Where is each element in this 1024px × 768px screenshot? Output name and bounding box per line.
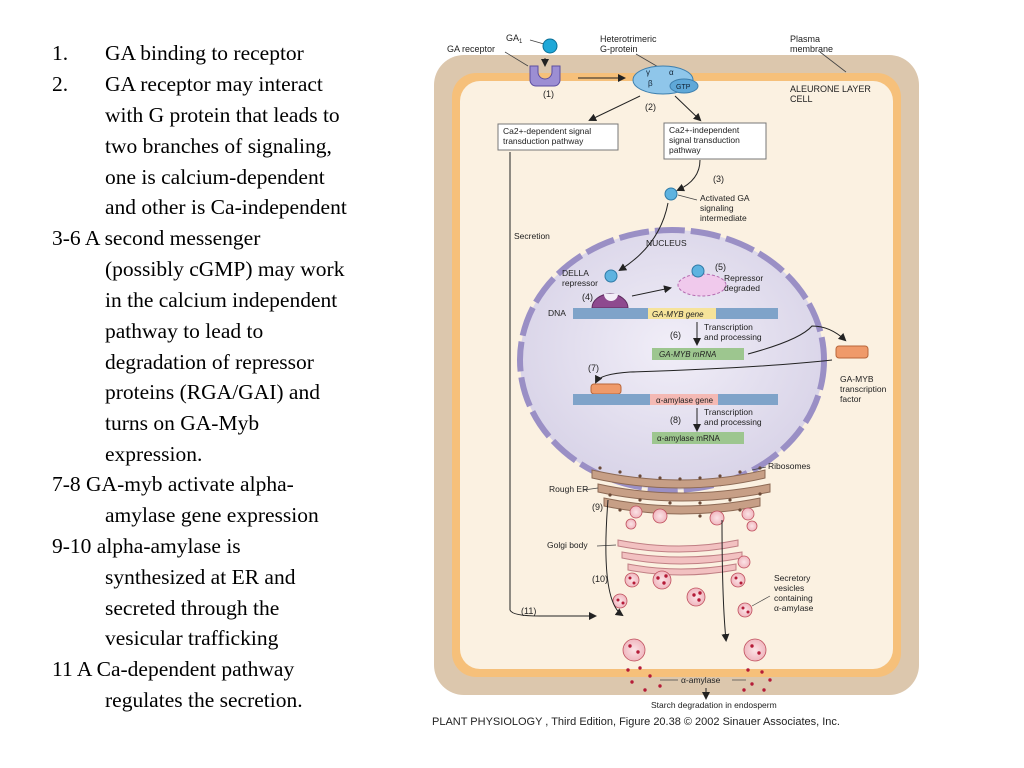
- note-3-line: expression.: [105, 442, 203, 466]
- golgi-label: Golgi body: [547, 540, 588, 550]
- nucleus-label: NUCLEUS: [646, 238, 687, 248]
- note-3-line: degradation of repressor: [105, 350, 314, 374]
- activated-ga-intermediate: [664, 187, 678, 201]
- ga-myb-mrna: [652, 348, 744, 360]
- notes-panel: 1. GA binding to receptor 2. GA receptor…: [0, 0, 420, 768]
- svg-text:β: β: [648, 79, 653, 88]
- alpha-amylase-gene: [650, 394, 718, 405]
- note-2-line: two branches of signaling,: [105, 134, 332, 158]
- note-3-line: (possibly cGMP) may work: [105, 257, 345, 281]
- svg-text:(2): (2): [645, 102, 656, 112]
- ga-receptor: [529, 65, 561, 87]
- svg-text:(1): (1): [543, 89, 554, 99]
- svg-text:(4): (4): [582, 292, 593, 302]
- note-3-line: proteins (RGA/GAI) and: [105, 380, 320, 404]
- secretory-vesicles: [612, 505, 767, 662]
- svg-text:(10): (10): [592, 574, 608, 584]
- note-3-heading: 3-6 A second messenger: [52, 226, 261, 250]
- alpha-amylase-label: α-amylase: [681, 675, 721, 685]
- alpha-amylase-mrna: [652, 432, 744, 444]
- ca-independent-box: [663, 122, 767, 160]
- svg-text:α: α: [669, 68, 674, 77]
- svg-text:(9): (9): [592, 502, 603, 512]
- degraded-repressor: [677, 273, 727, 297]
- note-3-line: pathway to lead to: [105, 319, 264, 343]
- secretion-pathway-arrow: [509, 152, 597, 620]
- note-2-line: GA receptor may interact: [105, 72, 323, 96]
- rough-er-label: Rough ER: [549, 484, 588, 494]
- ga1-label: GA1: [506, 33, 523, 45]
- svg-text:(11): (11): [521, 606, 536, 616]
- starch-degradation-label: Starch degradation in endosperm: [651, 700, 777, 710]
- note-2-line: with G protein that leads to: [105, 103, 340, 127]
- note-4-heading: 7-8 GA-myb activate alpha-: [52, 472, 294, 496]
- svg-text:(8): (8): [670, 415, 681, 425]
- ga-myb-gene: [648, 308, 716, 319]
- svg-text:α-amylase gene: α-amylase gene: [656, 396, 714, 405]
- note-4-line: amylase gene expression: [105, 503, 319, 527]
- note-5-heading: 9-10 alpha-amylase is: [52, 534, 241, 558]
- note-2-number: 2.: [52, 72, 69, 96]
- svg-text:(6): (6): [670, 330, 681, 340]
- rough-er: [591, 469, 771, 515]
- note-6-line: regulates the secretion.: [105, 688, 303, 712]
- svg-text:GA-MYB mRNA: GA-MYB mRNA: [659, 350, 716, 359]
- note-5-line: secreted through the: [105, 596, 280, 620]
- ga1-molecule: [542, 38, 558, 54]
- note-3-line: turns on GA-Myb: [105, 411, 260, 435]
- note-2-line: and other is Ca-independent: [105, 195, 347, 219]
- svg-text:α-amylase mRNA: α-amylase mRNA: [657, 434, 721, 443]
- figure-caption: PLANT PHYSIOLOGY , Third Edition, Figure…: [432, 716, 840, 728]
- svg-text:(3): (3): [713, 174, 724, 184]
- note-1-number: 1.: [52, 41, 69, 65]
- ga-myb-transcription-factor: [835, 345, 869, 359]
- ga-myb-bound: [590, 383, 622, 395]
- note-5-line: synthesized at ER and: [105, 565, 296, 589]
- golgi-body: [617, 539, 743, 576]
- ga-receptor-label: GA receptor: [447, 44, 495, 54]
- svg-text:(5): (5): [715, 262, 726, 272]
- svg-text:(7): (7): [588, 363, 599, 373]
- ribosomes-label: Ribosomes: [768, 461, 811, 471]
- note-6-heading: 11 A Ca-dependent pathway: [52, 657, 295, 681]
- note-5-line: vesicular trafficking: [105, 626, 279, 650]
- secretion-label: Secretion: [514, 231, 550, 241]
- note-2-line: one is calcium-dependent: [105, 165, 325, 189]
- dna-label: DNA: [548, 308, 566, 318]
- note-1-line: GA binding to receptor: [105, 41, 304, 65]
- ca-dependent-box: [497, 123, 619, 151]
- svg-text:GTP: GTP: [676, 84, 691, 91]
- svg-text:γ: γ: [646, 68, 650, 77]
- note-3-line: in the calcium independent: [105, 288, 338, 312]
- svg-text:GA-MYB gene: GA-MYB gene: [652, 310, 704, 319]
